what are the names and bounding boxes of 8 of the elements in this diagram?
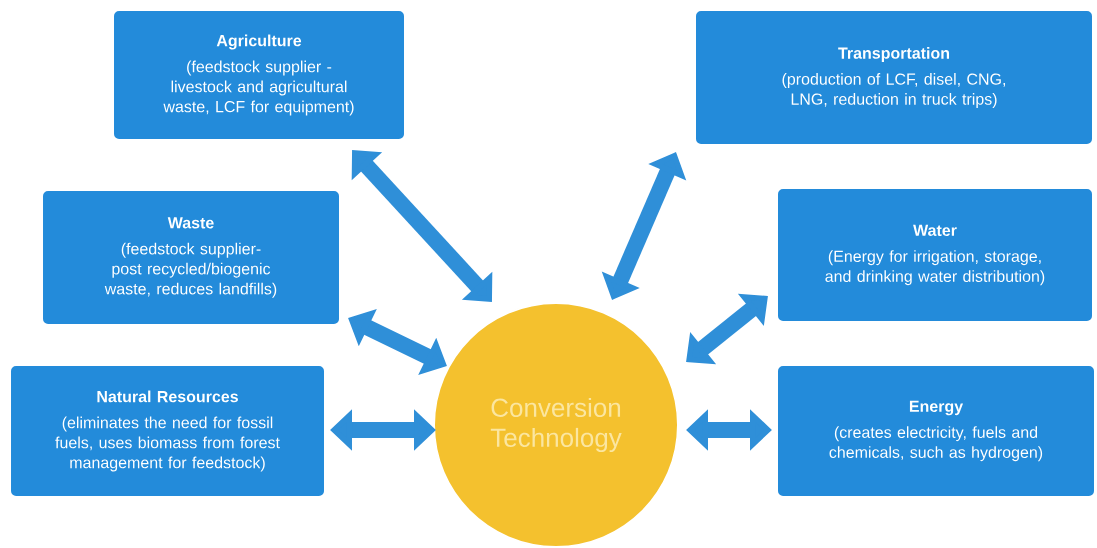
double-arrow	[351, 150, 493, 302]
info-box: Energy (creates electricity, fuels and chemicals, such as hydrogen)	[776, 364, 1096, 498]
info-box: Transportation (production of LCF, disel, CNG, LNG, reduction in truck trips)	[694, 9, 1094, 146]
info-box: Waste (feedstock supplier- post recycled/biogenic waste, reduces landfills)	[41, 189, 341, 326]
info-box: Agriculture (feedstock supplier -livestock and agricultural waste, LCF for equipment)	[112, 9, 406, 141]
info-box: Natural Resources (eliminates the need for fossil fuels, uses biomass from forest management for feedstock)	[9, 364, 326, 498]
info-box: Water (Energy for irrigation, storage, and drinking water distribution)	[776, 187, 1094, 323]
double-arrow	[686, 293, 768, 365]
